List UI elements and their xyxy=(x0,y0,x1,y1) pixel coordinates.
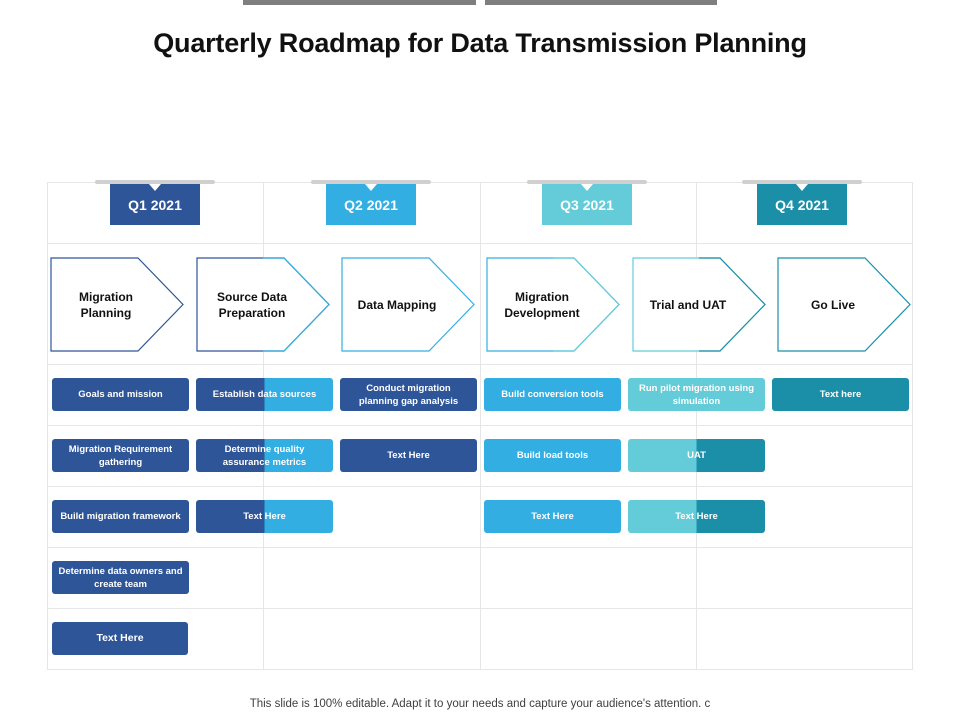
quarter-label: Q3 2021 xyxy=(560,196,614,213)
phase-label: Source Data Preparation xyxy=(216,289,288,320)
quarter-q3: Q3 2021 xyxy=(542,184,632,225)
task-requirement-gathering: Migration Requirement gathering xyxy=(52,439,189,472)
task-label: Build migration framework xyxy=(60,511,181,522)
task-label: Migration Requirement gathering xyxy=(68,443,173,468)
q2-notch xyxy=(365,184,377,191)
quarter-label: Q2 2021 xyxy=(344,196,398,213)
quarter-q1: Q1 2021 xyxy=(110,184,200,225)
q2-shadow xyxy=(311,180,431,184)
task-text-here: Text Here xyxy=(52,622,188,655)
chevron-outline-accent xyxy=(263,257,330,352)
top-bar-right xyxy=(485,0,717,5)
task-goals-and-mission: Goals and mission xyxy=(52,378,189,411)
task-label: Determine quality assurance metrics xyxy=(222,443,307,468)
phase-go-live: Go Live xyxy=(777,257,911,352)
task-label: Build load tools xyxy=(516,450,589,461)
task-gap-analysis: Conduct migration planning gap analysis xyxy=(340,378,477,411)
task-label: Build conversion tools xyxy=(501,389,604,400)
phase-trial-and-uat: Trial and UAT xyxy=(632,257,766,352)
task-label: Run pilot migration using simulation xyxy=(638,382,755,407)
task-text-here: Text Here xyxy=(628,500,765,533)
quarter-q4: Q4 2021 xyxy=(757,184,847,225)
task-label: Conduct migration planning gap analysis xyxy=(358,382,459,407)
quarter-label: Q4 2021 xyxy=(775,196,829,213)
task-label: Text Here xyxy=(243,511,286,522)
footer-note: This slide is 100% editable. Adapt it to… xyxy=(249,698,711,710)
phase-label: Trial and UAT xyxy=(649,297,727,312)
q1-shadow xyxy=(95,180,215,184)
task-build-load-tools: Build load tools xyxy=(484,439,621,472)
phase-label: Migration Planning xyxy=(79,289,133,320)
task-establish-data-sources: Establish data sources xyxy=(196,378,333,411)
task-label: Goals and mission xyxy=(78,389,163,400)
top-bar-left xyxy=(243,0,476,5)
q3-shadow xyxy=(527,180,647,184)
quarter-q2: Q2 2021 xyxy=(326,184,416,225)
task-label: Establish data sources xyxy=(212,389,317,400)
q4-shadow xyxy=(742,180,862,184)
task-label: Text Here xyxy=(531,511,574,522)
chevron-outline-accent xyxy=(553,257,620,352)
q1-notch xyxy=(149,184,161,191)
task-build-migration-framework: Build migration framework xyxy=(52,500,189,533)
task-label: Determine data owners and create team xyxy=(58,565,183,590)
task-label: Text Here xyxy=(387,450,430,461)
task-determine-data-owners: Determine data owners and create team xyxy=(52,561,189,594)
q3-notch xyxy=(581,184,593,191)
task-label: Text Here xyxy=(96,632,144,644)
phase-migration-planning: Migration Planning xyxy=(50,257,184,352)
chevron-outline-accent xyxy=(699,257,766,352)
task-label: Text Here xyxy=(675,511,718,522)
task-run-pilot-migration: Run pilot migration using simulation xyxy=(628,378,765,411)
q4-notch xyxy=(796,184,808,191)
task-label: Text here xyxy=(819,389,862,400)
chevron-outline xyxy=(50,257,184,352)
task-text-here: Text Here xyxy=(484,500,621,533)
chevron-outline xyxy=(777,257,911,352)
task-quality-assurance-metrics: Determine quality assurance metrics xyxy=(196,439,333,472)
phase-label: Data Mapping xyxy=(357,297,437,312)
task-label: UAT xyxy=(687,450,706,461)
phase-data-mapping: Data Mapping xyxy=(341,257,475,352)
phase-label: Migration Development xyxy=(504,289,580,320)
task-build-conversion-tools: Build conversion tools xyxy=(484,378,621,411)
task-text-here-q4: Text here xyxy=(772,378,909,411)
phase-migration-development: Migration Development xyxy=(486,257,620,352)
phase-source-data-preparation: Source Data Preparation xyxy=(196,257,330,352)
roadmap-grid xyxy=(47,182,913,670)
phase-label: Go Live xyxy=(810,297,855,312)
quarter-label: Q1 2021 xyxy=(128,196,182,213)
task-uat: UAT xyxy=(628,439,765,472)
task-text-here: Text Here xyxy=(196,500,333,533)
task-text-here: Text Here xyxy=(340,439,477,472)
page-title: Quarterly Roadmap for Data Transmission … xyxy=(153,28,807,58)
chevron-outline xyxy=(341,257,475,352)
